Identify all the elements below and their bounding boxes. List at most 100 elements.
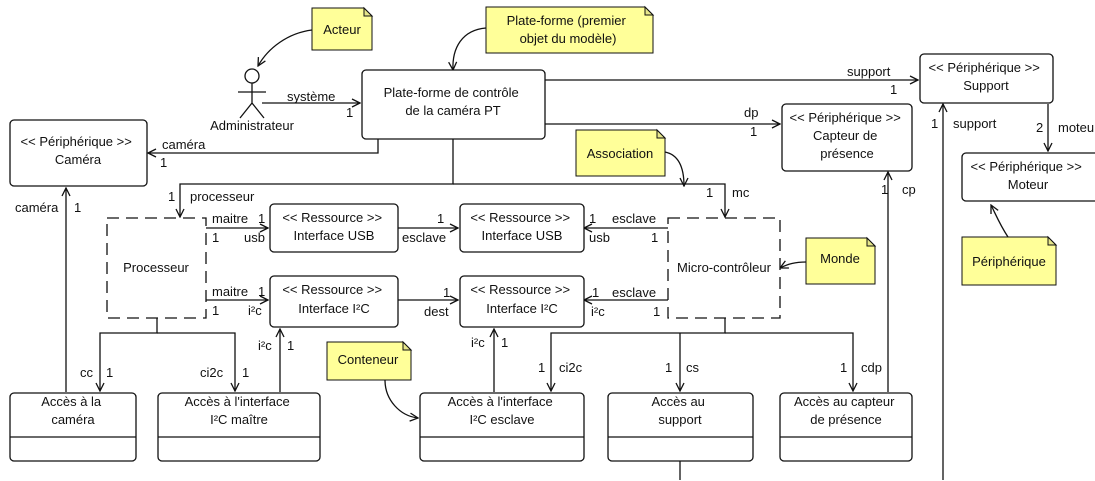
class-support[interactable]: << Périphérique >> Support: [919, 53, 1054, 104]
label-esclave-b: esclave: [612, 211, 656, 226]
actor-head: [244, 68, 260, 84]
label-cdp: cdp: [861, 360, 882, 375]
label-i2c-a: i²c: [248, 303, 262, 318]
note-peripherique-line-1: Périphérique: [972, 254, 1046, 269]
note-monde-line-1: Monde: [820, 251, 860, 266]
class-i2c-master-line-2: Interface I²C: [298, 301, 370, 316]
label-processeur-role: processeur: [190, 189, 255, 204]
label-ci2c-b: ci2c: [559, 360, 583, 375]
class-processor-line-1: Processeur: [123, 260, 189, 275]
label-multiplicity: 1: [258, 211, 265, 226]
label-multiplicity: 1: [589, 211, 596, 226]
label-multiplicity: 1: [653, 304, 660, 319]
class-acc-i2c-slave[interactable]: Accès à l'interface I²C esclave: [419, 392, 585, 462]
class-usb-master[interactable]: << Ressource >> Interface USB: [269, 203, 399, 253]
class-usb-slave-line-1: << Ressource >>: [470, 210, 570, 225]
class-acc-presence-line-1: Accès au capteur: [794, 394, 895, 409]
actor-name: Administrateur: [210, 118, 294, 133]
svg-text:Accès à l'interface I²C: Accès à l'interface I²C esclave: [448, 394, 557, 427]
class-camera-line-1: << Périphérique >>: [21, 134, 132, 149]
label-multiplicity: 1: [840, 360, 847, 375]
class-presence-line-3: présence: [820, 146, 873, 161]
label-multiplicity: 1: [212, 230, 219, 245]
class-camera-line-2: Caméra: [55, 152, 102, 167]
label-multiplicity: 1: [881, 182, 888, 197]
actor-administrateur[interactable]: Administrateur: [210, 68, 295, 133]
label-usb-b: usb: [589, 230, 610, 245]
class-usb-slave[interactable]: << Ressource >> Interface USB: [459, 203, 585, 253]
note-plateforme[interactable]: Plate-forme (premier objet du modèle): [485, 5, 655, 54]
svg-text:<< Ressource >> Interfac: << Ressource >> Interface I²C: [282, 282, 385, 316]
label-i2c-b: i²c: [591, 304, 605, 319]
class-presence-line-2: Capteur de: [813, 128, 877, 143]
class-support-line-2: Support: [963, 78, 1009, 93]
label-multiplicity: 2: [1036, 120, 1043, 135]
class-motor-line-1: << Périphérique >>: [971, 159, 1082, 174]
class-acc-i2c-master-line-1: Accès à l'interface: [185, 394, 290, 409]
note-monde[interactable]: Monde: [805, 236, 877, 285]
class-microcontroller-line-1: Micro-contrôleur: [677, 260, 772, 275]
class-i2c-master-line-1: << Ressource >>: [282, 282, 382, 297]
label-cc: cc: [80, 365, 94, 380]
class-motor[interactable]: << Périphérique >> Moteur: [961, 152, 1095, 202]
note-conteneur[interactable]: Conteneur: [326, 340, 413, 381]
class-i2c-slave[interactable]: << Ressource >> Interface I²C: [459, 275, 585, 328]
class-microcontroller[interactable]: Micro-contrôleur: [667, 217, 781, 319]
class-i2c-slave-line-1: << Ressource >>: [470, 282, 570, 297]
association-labels: système 1 support 1 dp 1 caméra 1 proces…: [15, 64, 1095, 380]
class-acc-camera-line-2: caméra: [51, 412, 95, 427]
class-acc-camera[interactable]: Accès à la caméra: [9, 392, 137, 462]
note-acteur[interactable]: Acteur: [311, 6, 374, 51]
class-usb-master-line-1: << Ressource >>: [282, 210, 382, 225]
label-multiplicity: 1: [160, 155, 167, 170]
class-camera[interactable]: << Périphérique >> Caméra: [9, 119, 148, 187]
label-systeme: système: [287, 89, 335, 104]
label-dp-role: dp: [744, 105, 758, 120]
class-acc-presence[interactable]: Accès au capteur de présence: [779, 392, 913, 462]
connectors: [66, 27, 1048, 480]
note-association[interactable]: Association: [575, 128, 667, 177]
class-processor[interactable]: Processeur: [106, 217, 207, 319]
label-cs: cs: [686, 360, 700, 375]
class-platform-text: Plate-forme de contrôle de la caméra PT: [384, 85, 523, 118]
svg-text:Accès à l'interface I²C: Accès à l'interface I²C maître: [185, 394, 294, 427]
label-multiplicity: 1: [258, 284, 265, 299]
label-multiplicity: 1: [443, 285, 450, 300]
label-support-role-2: support: [953, 116, 997, 131]
label-multiplicity: 1: [437, 211, 444, 226]
class-acc-i2c-slave-line-2: I²C esclave: [469, 412, 534, 427]
class-i2c-master[interactable]: << Ressource >> Interface I²C: [269, 275, 399, 328]
label-multiplicity: 1: [651, 230, 658, 245]
note-conteneur-line-1: Conteneur: [338, 352, 399, 367]
label-multiplicity: 1: [74, 200, 81, 215]
class-acc-support[interactable]: Accès au support: [607, 392, 754, 462]
svg-text:Plate-forme (premier obj: Plate-forme (premier objet du modèle): [507, 13, 630, 46]
label-multiplicity: 1: [706, 185, 713, 200]
svg-text:<< Périphérique >> Suppo: << Périphérique >> Support: [929, 60, 1044, 93]
class-platform[interactable]: Plate-forme de contrôle de la caméra PT: [361, 69, 546, 140]
note-peripherique[interactable]: Périphérique: [961, 235, 1058, 286]
label-support-role: support: [847, 64, 891, 79]
label-mc-role: mc: [732, 185, 750, 200]
class-acc-i2c-master-line-2: I²C maître: [210, 412, 268, 427]
label-camera-role: caméra: [162, 137, 206, 152]
note-plateforme-line-1: Plate-forme (premier: [507, 13, 627, 28]
class-presence[interactable]: << Périphérique >> Capteur de présence: [781, 103, 913, 172]
label-ci2c-a: ci2c: [200, 365, 224, 380]
actor-body: [238, 83, 266, 119]
label-esclave-c: esclave: [612, 285, 656, 300]
class-presence-line-1: << Périphérique >>: [790, 110, 901, 125]
label-maitre-usb: maitre: [212, 211, 248, 226]
label-camera-role-left: caméra: [15, 200, 59, 215]
class-acc-i2c-master[interactable]: Accès à l'interface I²C maître: [157, 392, 321, 462]
label-moteur-role: moteur: [1058, 120, 1095, 135]
label-cp-role: cp: [902, 182, 916, 197]
label-maitre-i2c: maitre: [212, 284, 248, 299]
svg-text:Accès au support: Accès au support: [651, 394, 708, 427]
label-i2c-d: i²c: [471, 335, 485, 350]
class-motor-line-2: Moteur: [1008, 177, 1049, 192]
svg-text:Accès à la caméra: Accès à la caméra: [41, 394, 105, 427]
svg-text:<< Ressource >> Interfac: << Ressource >> Interface USB: [470, 210, 573, 243]
svg-text:<< Périphérique >> Camér: << Périphérique >> Caméra: [21, 134, 136, 167]
